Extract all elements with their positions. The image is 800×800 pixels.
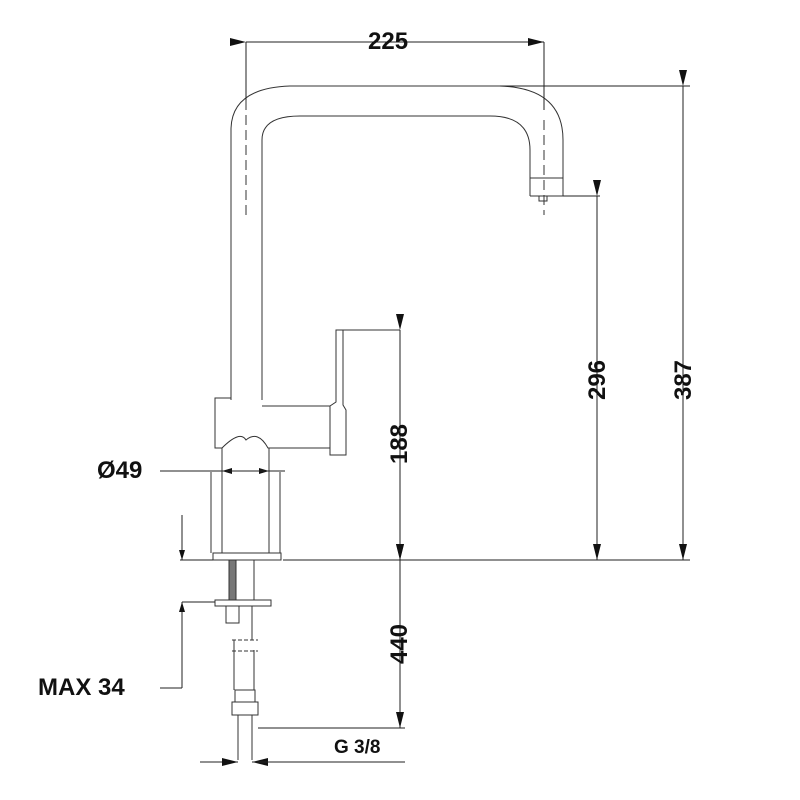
hose-length-label: 440 <box>386 623 413 665</box>
total-height-label: 387 <box>670 359 697 401</box>
body-diameter-label: Ø49 <box>97 457 143 484</box>
spout-outlet-height-label: 296 <box>584 359 611 401</box>
lever-height-label: 188 <box>386 423 413 465</box>
spout-reach-label: 225 <box>368 28 409 55</box>
dimension-lines <box>160 38 690 766</box>
max-countertop-label: MAX 34 <box>38 674 125 701</box>
spout <box>230 85 564 400</box>
mounting <box>214 559 272 760</box>
connection-thread-label: G 3/8 <box>334 737 381 758</box>
body <box>210 329 400 561</box>
